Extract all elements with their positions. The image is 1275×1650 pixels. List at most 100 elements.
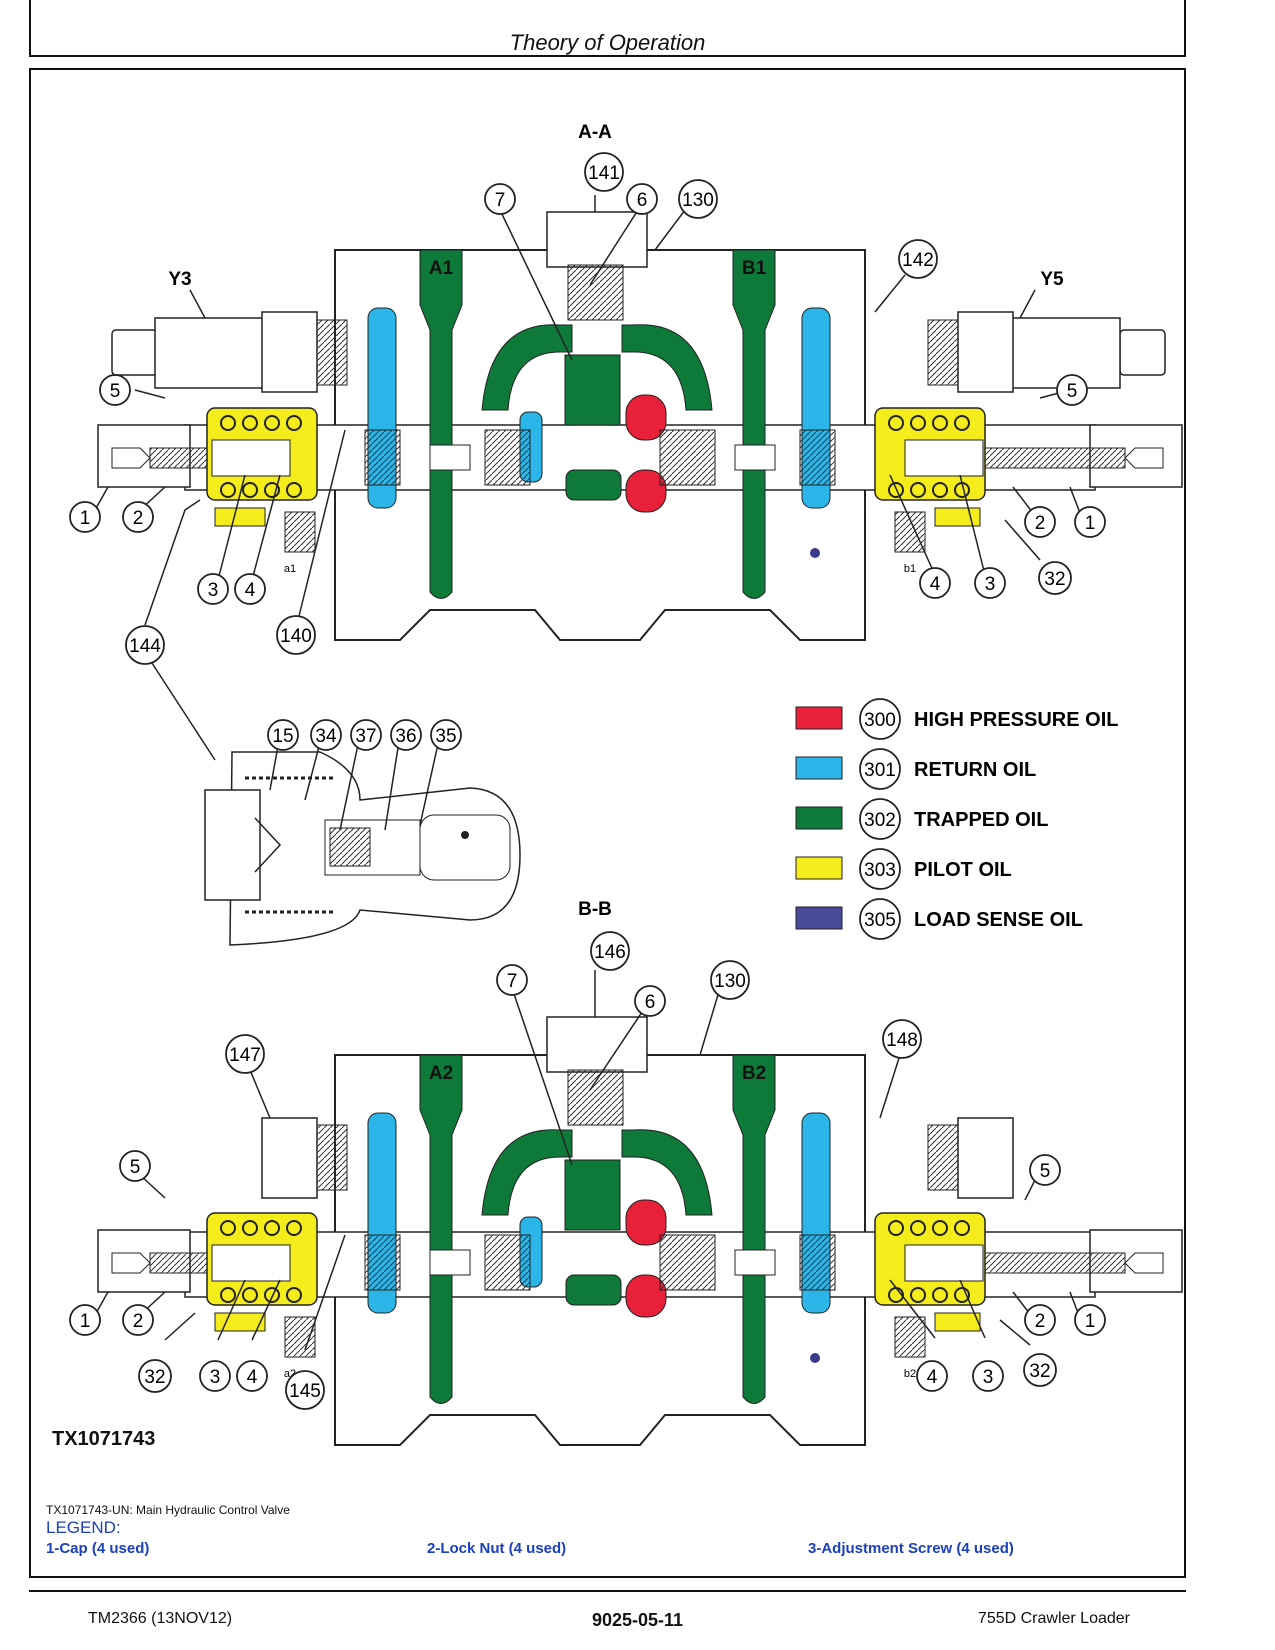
callout-2-right: 2: [1024, 506, 1056, 538]
callout-36: 36: [390, 719, 422, 751]
svg-text:36: 36: [395, 726, 416, 747]
footer-model: 755D Crawler Loader: [977, 1610, 1130, 1627]
callout-34: 34: [310, 719, 342, 751]
solenoid-y5-label: Y5: [1040, 269, 1064, 290]
port-b1-small-label: b1: [904, 563, 916, 575]
figure-caption: TX1071743-UN: Main Hydraulic Control Val…: [46, 1503, 290, 1517]
callout-2-right-b: 2: [1024, 1304, 1056, 1336]
svg-text:148: 148: [886, 1030, 918, 1051]
callout-140: 140: [276, 615, 316, 655]
svg-text:7: 7: [507, 971, 518, 992]
oil-legend-item-302: 302 TRAPPED OIL: [795, 798, 1048, 840]
svg-text:4: 4: [927, 1367, 938, 1388]
callout-5-right-b: 5: [1029, 1154, 1061, 1186]
oil-legend-item-300: 300 HIGH PRESSURE OIL: [795, 698, 1118, 740]
svg-text:142: 142: [902, 250, 934, 271]
callout-1-right-b: 1: [1074, 1304, 1106, 1336]
footer-manual-id: TM2366 (13NOV12): [88, 1610, 233, 1627]
svg-text:3: 3: [208, 580, 219, 601]
svg-text:2: 2: [133, 1311, 144, 1332]
oil-legend-item-305: 305 LOAD SENSE OIL: [795, 898, 1083, 940]
callout-144: 144: [125, 625, 165, 665]
callout-3-right-b: 3: [972, 1360, 1004, 1392]
figure-frame: [29, 68, 1186, 1578]
svg-text:5: 5: [110, 381, 121, 402]
svg-text:4: 4: [930, 574, 941, 595]
svg-text:301: 301: [864, 760, 896, 781]
callout-5-right: 5: [1056, 374, 1088, 406]
callout-2-left: 2: [122, 501, 154, 533]
svg-text:34: 34: [315, 726, 337, 747]
oil-swatch: [795, 756, 843, 780]
callouts-top: 141 7 6 130 142 5 5 1 2 3 4 140 144 4 3 …: [69, 152, 1106, 665]
legend-item-lock-nut: 2-Lock Nut (4 used): [427, 1540, 567, 1557]
oil-swatch: [795, 906, 843, 930]
callout-32-right-b: 32: [1023, 1353, 1057, 1387]
legend-title: LEGEND:: [46, 1518, 121, 1537]
section-aa-label: A-A: [578, 122, 612, 143]
solenoid-y3-label: Y3: [168, 269, 191, 290]
oil-label: RETURN OIL: [914, 759, 1036, 781]
svg-text:300: 300: [864, 710, 896, 731]
oil-swatch: [795, 856, 843, 880]
svg-text:146: 146: [594, 942, 626, 963]
callouts-bottom: 146 7 6 130 147 148 5 5 1 2 32 3 4 145 4…: [69, 931, 1106, 1410]
svg-text:144: 144: [129, 636, 161, 657]
oil-legend-item-303: 303 PILOT OIL: [795, 848, 1012, 890]
callout-4-right: 4: [919, 567, 951, 599]
valve-section-aa: A1 B1 Y3 Y5 a1 b1: [97, 211, 1183, 641]
svg-text:147: 147: [229, 1045, 261, 1066]
callout-4-left: 4: [234, 573, 266, 605]
oil-label: TRAPPED OIL: [914, 809, 1048, 831]
callout-3-left: 3: [197, 573, 229, 605]
port-a1-small-label: a1: [284, 563, 296, 575]
svg-text:141: 141: [588, 163, 620, 184]
svg-text:7: 7: [495, 190, 506, 211]
port-b1-label: B1: [742, 258, 767, 279]
svg-text:2: 2: [1035, 1311, 1046, 1332]
load-sense-port-top: [810, 548, 820, 558]
callout-6-b: 6: [634, 985, 666, 1017]
oil-label: HIGH PRESSURE OIL: [914, 709, 1118, 731]
callout-146: 146: [590, 931, 630, 971]
port-a1-label: A1: [429, 258, 454, 279]
load-sense-port-bottom: [810, 1353, 820, 1363]
callout-5-left: 5: [99, 374, 131, 406]
oil-label: LOAD SENSE OIL: [914, 909, 1083, 931]
svg-text:6: 6: [637, 190, 648, 211]
legend-item-adjustment-screw: 3-Adjustment Screw (4 used): [808, 1540, 1014, 1557]
callout-130: 130: [678, 179, 718, 219]
oil-swatch: [795, 706, 843, 730]
svg-text:1: 1: [80, 508, 91, 529]
svg-text:32: 32: [1044, 569, 1065, 590]
port-b2-small-label: b2: [904, 1368, 916, 1380]
callout-147: 147: [225, 1034, 265, 1074]
callout-4-left-b: 4: [236, 1360, 268, 1392]
svg-text:302: 302: [864, 810, 896, 831]
callout-1-left: 1: [69, 501, 101, 533]
svg-text:32: 32: [1029, 1361, 1050, 1382]
callout-5-left-b: 5: [119, 1150, 151, 1182]
svg-text:1: 1: [80, 1311, 91, 1332]
port-b2-label: B2: [742, 1063, 766, 1084]
svg-text:6: 6: [645, 992, 656, 1013]
legend-item-cap: 1-Cap (4 used): [46, 1540, 150, 1557]
callout-3-left-b: 3: [199, 1360, 231, 1392]
svg-text:4: 4: [247, 1367, 258, 1388]
callout-3-right: 3: [974, 567, 1006, 599]
svg-text:2: 2: [133, 508, 144, 529]
valve-section-bb: A2 B2 a2 b2: [97, 1016, 1183, 1446]
svg-text:3: 3: [985, 574, 996, 595]
callout-7-b: 7: [496, 964, 528, 996]
callout-32-right: 32: [1038, 561, 1072, 595]
callout-130-b: 130: [710, 960, 750, 1000]
figure-id: TX1071743: [52, 1428, 156, 1450]
svg-text:1: 1: [1085, 1311, 1096, 1332]
callout-1-left-b: 1: [69, 1304, 101, 1336]
callout-37: 37: [350, 719, 382, 751]
svg-text:303: 303: [864, 860, 896, 881]
oil-label: PILOT OIL: [914, 859, 1012, 881]
callout-4-right-b: 4: [916, 1360, 948, 1392]
callout-148: 148: [882, 1019, 922, 1059]
